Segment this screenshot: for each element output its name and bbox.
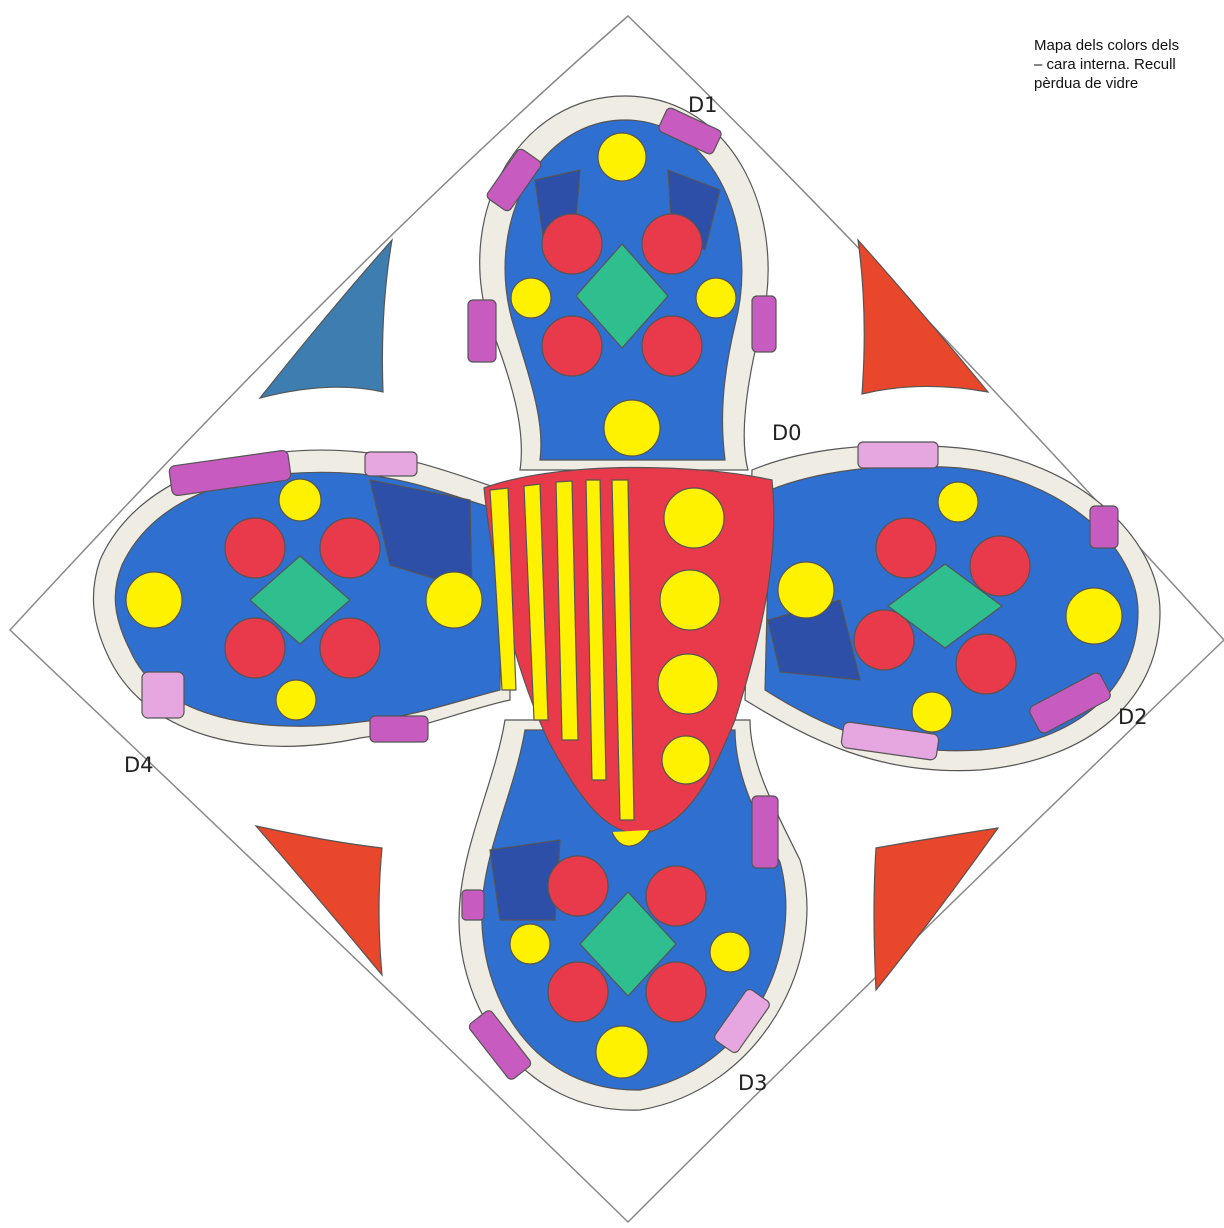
spandrel-bottom-left [256,826,382,975]
label-d1: D1 [688,93,718,117]
caption-line-1: Mapa dels colors dels [1034,36,1224,55]
caption-line-2: – cara interna. Recull [1034,55,1224,74]
spandrel-bottom-right [874,828,998,990]
caption: Mapa dels colors dels – cara interna. Re… [1034,36,1224,93]
label-d3: D3 [738,1071,768,1095]
label-d4: D4 [124,753,154,777]
label-d2: D2 [1118,705,1148,729]
caption-line-3: pèrdua de vidre [1034,74,1224,93]
label-d0: D0 [772,421,802,445]
spandrel-top-left [260,240,392,398]
spandrel-top-right [858,240,988,394]
